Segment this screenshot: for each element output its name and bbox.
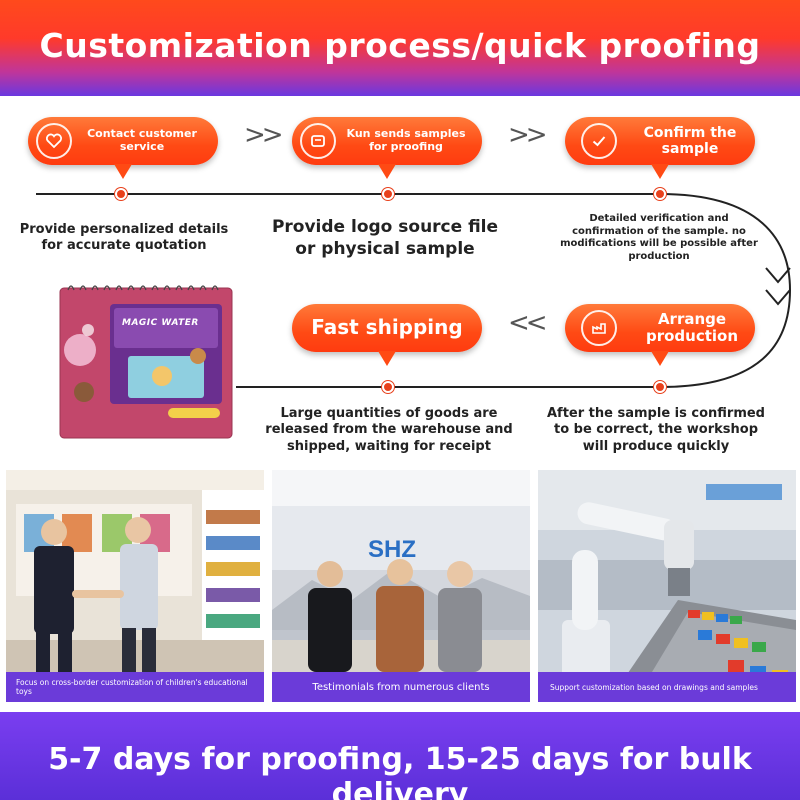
photo-caption: Focus on cross-border customization of c…: [16, 678, 248, 696]
photo-factory: Support customization based on drawings …: [538, 470, 796, 702]
page-title: Customization process/quick proofing: [39, 26, 761, 65]
footer-banner: 5-7 days for proofing, 15-25 days for bu…: [0, 712, 800, 800]
chevron-right-icon: >>: [508, 120, 548, 150]
step-label: Contact customer service: [87, 127, 197, 153]
step-label: Fast shipping: [311, 315, 463, 339]
step-dot: [115, 188, 127, 200]
step-dot: [382, 381, 394, 393]
step-dot: [654, 188, 666, 200]
step-description: Provide logo source file or physical sam…: [271, 217, 499, 260]
photo-caption-bar: Support customization based on drawings …: [538, 672, 796, 702]
step-dot: [654, 381, 666, 393]
production-icon: [581, 310, 617, 346]
step-label: Arrange production: [645, 310, 739, 346]
sample-icon: [300, 123, 336, 159]
delivery-time-text: 5-7 days for proofing, 15-25 days for bu…: [48, 742, 752, 800]
book-title: MAGIC WATER: [122, 318, 199, 328]
step-description: Large quantities of goods are released f…: [265, 406, 513, 454]
process-flow-line: [36, 193, 792, 388]
chevron-right-icon: >>: [244, 120, 284, 150]
step-description: After the sample is confirmed to be corr…: [547, 406, 765, 454]
step-description: Provide personalized details for accurat…: [19, 222, 229, 254]
check-icon: [581, 123, 617, 159]
photo-caption-bar: Focus on cross-border customization of c…: [6, 672, 264, 702]
step-description: Detailed verification and confirmation o…: [560, 213, 758, 262]
chevron-left-icon: <<: [508, 308, 548, 338]
step-contact-customer-service: Contact customer service: [28, 117, 218, 179]
step-fast-shipping: Fast shipping: [292, 304, 482, 366]
step-arrange-production: Arrange production: [565, 304, 755, 366]
step-dot: [382, 188, 394, 200]
step-label: Kun sends samples for proofing: [346, 127, 466, 153]
step-label: Confirm the sample: [643, 125, 737, 158]
company-sign: SHZ: [368, 536, 416, 563]
photo-caption: Support customization based on drawings …: [550, 682, 758, 692]
photo-caption-bar: Testimonials from numerous clients: [272, 672, 530, 702]
photo-caption: Testimonials from numerous clients: [312, 681, 490, 693]
step-sends-samples: Kun sends samples for proofing: [292, 117, 482, 179]
header-banner: Customization process/quick proofing: [0, 0, 800, 96]
photo-showroom: Focus on cross-border customization of c…: [6, 470, 264, 702]
heart-icon: [36, 123, 72, 159]
product-book-image: MAGIC WATER: [58, 280, 234, 440]
step-confirm-sample: Confirm the sample: [565, 117, 755, 179]
photo-team: SHZ Testimonials from numerous clients: [272, 470, 530, 702]
